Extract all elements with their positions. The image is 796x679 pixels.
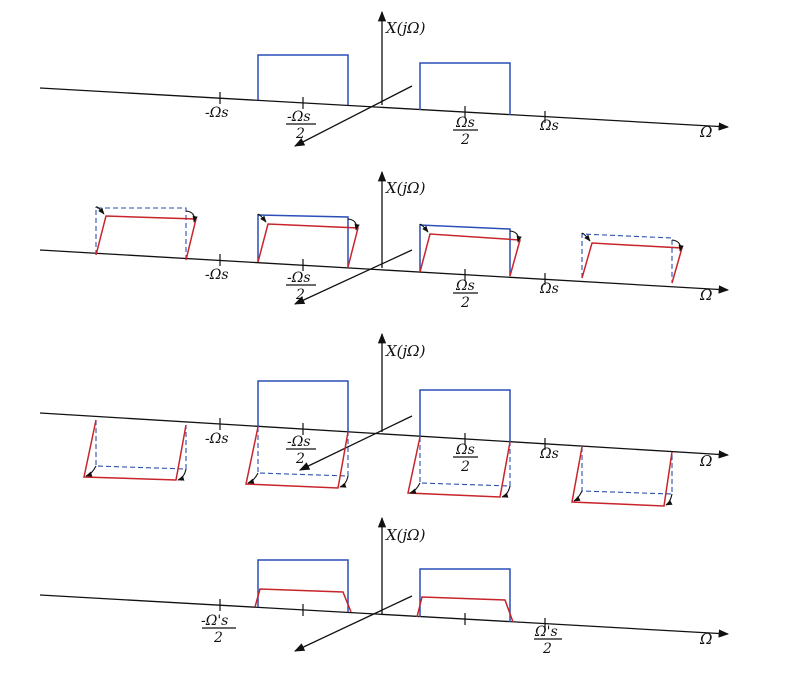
rotated-band [95,215,197,261]
y-axis-label: X(jΩ) [385,342,426,360]
filtered-band [254,588,352,613]
rotation-arrow [409,482,421,494]
tick-label-neg-omega-s: -Ωs [205,431,229,447]
tick-label-neg-half-num: -Ω's [201,613,228,629]
x-axis-label: Ω [699,123,712,141]
panel-1: X(jΩ) Ω -Ωs -Ωs 2 Ωs 2 Ωs [39,10,730,148]
rotation-arrow [185,210,198,223]
tick-label-pos-half-den: 2 [460,295,470,311]
filtered-band [416,596,514,623]
tick-label-neg-omega-s: -Ωs [205,105,229,121]
original-band-dashed [95,207,187,260]
original-band [419,224,511,276]
original-band-dashed [581,233,673,283]
tick-label-neg-half-den: 2 [295,451,305,467]
rotation-arrow [257,213,267,223]
original-band-dashed [257,427,349,477]
tick-label-neg-half-den: 2 [295,287,305,303]
original-band-dashed [95,420,187,470]
rotation-arrow [347,218,360,231]
tick-label-neg-half-num: -Ωs [287,109,311,125]
frequency-axis [39,87,730,131]
rotation-arrow [671,239,684,252]
x-axis-label: Ω [699,286,712,304]
original-band [419,568,511,622]
imaginary-axis [294,85,413,147]
frequency-axis [39,412,730,459]
tick-label-neg-half-num: -Ωs [287,270,311,286]
tick-label-pos-half-den: 2 [542,641,552,657]
imaginary-axis [294,595,413,652]
frequency-axis [39,249,730,294]
frequency-axis [39,594,730,638]
x-axis-label: Ω [699,452,712,470]
tick-label-pos-omega-s: Ωs [539,118,559,134]
rotated-band [407,436,511,498]
original-band [257,559,349,612]
tick-label-pos-half-num: Ω's [534,624,558,640]
tick-label-pos-half-num: Ωs [455,278,475,294]
rotated-band [581,242,683,284]
rotation-arrow [573,490,583,502]
tick-label-pos-half-den: 2 [460,132,470,148]
rotation-arrow [85,465,97,477]
rotated-band [245,426,349,489]
rotation-arrow [581,232,591,242]
x-axis-label: Ω [699,630,712,648]
rotation-arrow [95,206,105,215]
tick-label-pos-omega-s: Ωs [539,281,559,297]
tick-label-pos-omega-s: Ωs [539,446,559,462]
y-axis-label: X(jΩ) [385,179,426,197]
imaginary-axis [294,249,413,305]
rotation-arrow [339,475,349,488]
rotation-arrow [509,230,522,243]
panel-3: X(jΩ) Ω -Ωs -Ωs 2 Ωs 2 Ωs [39,332,730,507]
panel-4: X(jΩ) Ω -Ω's 2 Ω's 2 [39,516,730,657]
tick-label-pos-half-num: Ωs [455,115,475,131]
rotation-arrow [177,468,187,481]
y-axis-label: X(jΩ) [385,19,426,37]
panel-2: X(jΩ) Ω -Ωs -Ωs 2 Ωs 2 Ωs [39,170,730,311]
original-band [257,214,349,267]
tick-label-neg-half-den: 2 [213,630,223,646]
tick-label-neg-half-den: 2 [295,126,305,142]
original-band [419,389,511,442]
spectrum-band-negative [257,54,349,105]
rotated-band [83,419,187,481]
tick-label-neg-omega-s: -Ωs [205,267,229,283]
rotation-arrow [247,472,259,484]
original-band [257,380,349,432]
rotation-arrow [665,493,673,506]
rotated-band [257,223,359,268]
tick-label-pos-half-num: Ωs [455,442,475,458]
spectrum-band-positive [419,62,511,115]
rotation-arrow [419,223,429,233]
rotation-arrow [501,485,511,498]
y-axis-label: X(jΩ) [385,526,426,544]
original-band-dashed [581,447,673,495]
imaginary-axis [299,415,413,471]
rotated-band [419,233,521,277]
tick-label-neg-half-num: -Ωs [287,434,311,450]
rotated-band [571,446,673,507]
original-band-dashed [419,437,511,487]
tick-label-pos-half-den: 2 [460,459,470,475]
